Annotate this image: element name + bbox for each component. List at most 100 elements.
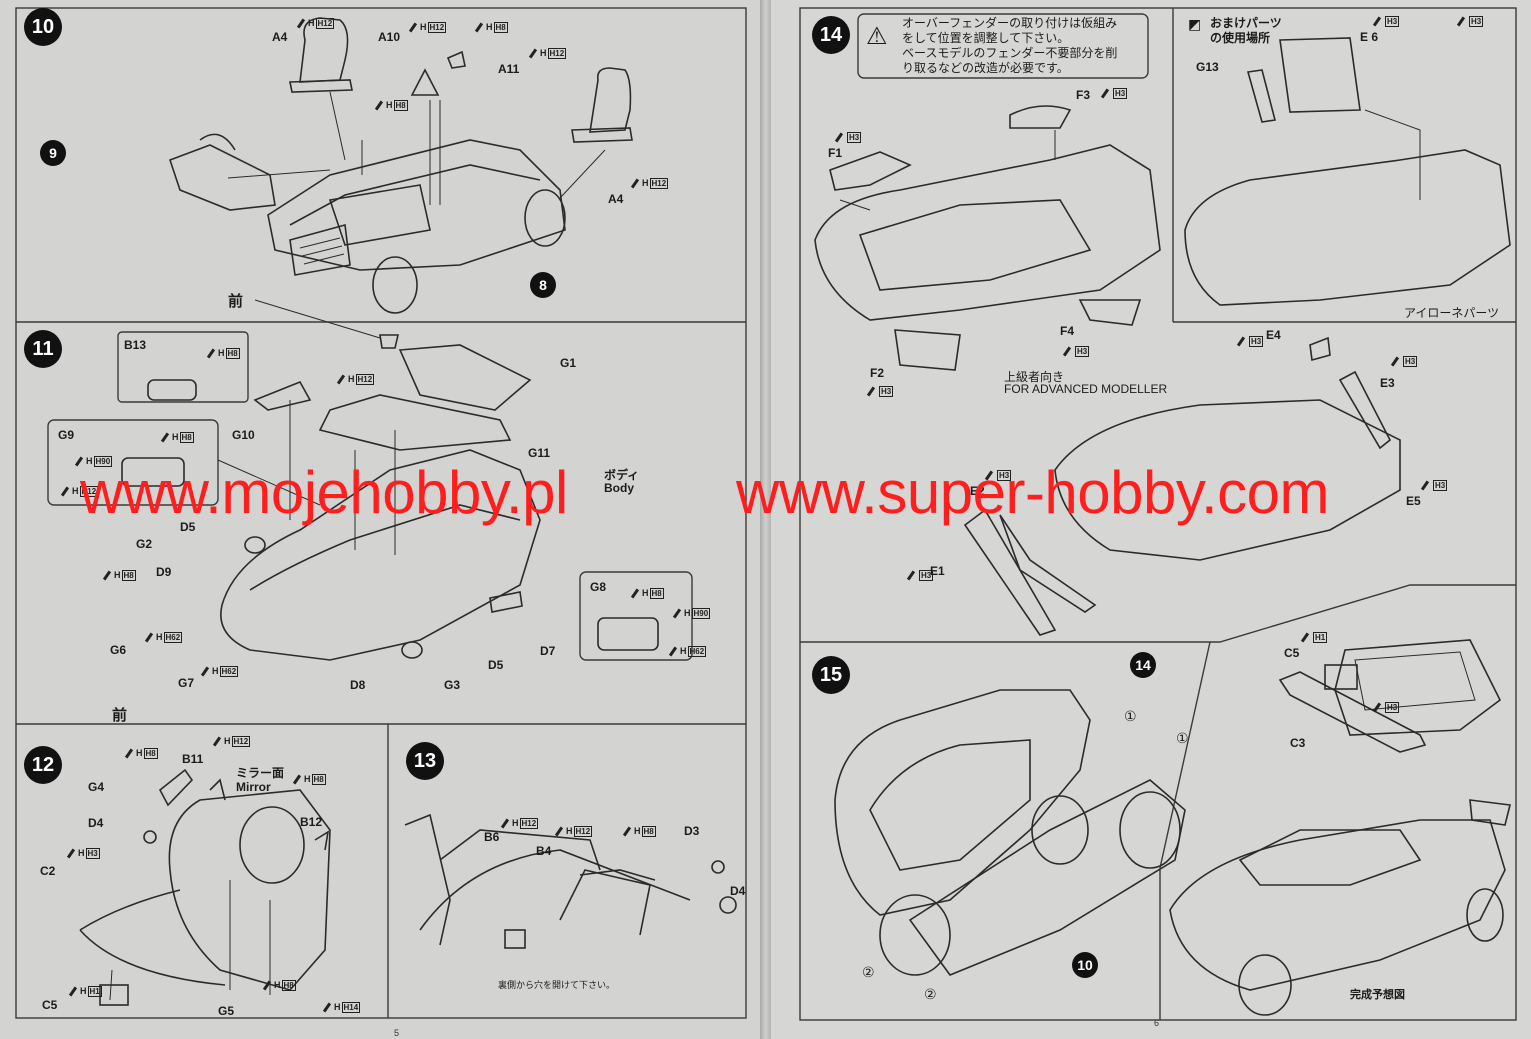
- attach-point-2b: ②: [924, 986, 937, 1002]
- part-e4-label: E4: [1266, 328, 1281, 342]
- part-g2-label: G2: [136, 537, 153, 551]
- part-e1-label: E1: [930, 564, 945, 578]
- advanced-en-label: FOR ADVANCED MODELLER: [1004, 382, 1168, 396]
- part-a4-side-label: A4: [608, 192, 624, 206]
- bonus-parts-icon: ◩: [1188, 16, 1202, 32]
- part-g8-label: G8: [590, 580, 607, 594]
- step-ref-9: 9: [40, 140, 66, 166]
- mirror-en-label: Mirror: [236, 780, 271, 794]
- part-d4-label: D4: [88, 816, 104, 830]
- body-en-label: Body: [604, 481, 634, 495]
- part-e2-label: E2: [970, 484, 985, 498]
- paint-callout: H3: [866, 386, 894, 397]
- part-d7-label: D7: [540, 644, 556, 658]
- part-b6-label: B6: [484, 830, 500, 844]
- paint-callout: H3: [1372, 16, 1400, 27]
- part-c2-label: C2: [40, 864, 56, 878]
- part-g9-label: G9: [58, 428, 75, 442]
- paint-callout: H3: [1456, 16, 1484, 27]
- left-page: [0, 0, 760, 1039]
- part-a4-seat-label: A4: [272, 30, 288, 44]
- body-jp-label: ボディ: [604, 468, 640, 482]
- step10-chassis-drawing: [168, 17, 633, 314]
- part-f1-label: F1: [828, 146, 843, 160]
- part-f4-label: F4: [1060, 324, 1075, 338]
- bonus-parts-note: おまけパーツ の使用場所: [1210, 16, 1282, 45]
- front-direction-label: 前: [112, 707, 128, 724]
- watermark-left: www.mojehobby.pl: [80, 459, 568, 526]
- part-d8-label: D8: [350, 678, 366, 692]
- step-ref-14: 14: [1130, 652, 1156, 678]
- part-g1-label: G1: [560, 356, 577, 370]
- watermark-right: www.super-hobby.com: [736, 459, 1329, 526]
- step-11-badge: 11: [24, 330, 62, 368]
- part-g3-label: G3: [444, 678, 461, 692]
- step-14-badge: 14: [812, 16, 850, 54]
- paint-callout: H3: [1372, 702, 1400, 713]
- paint-callout: H3: [834, 132, 862, 143]
- part-d9-label: D9: [156, 565, 172, 579]
- part-e3-label: E3: [1380, 376, 1395, 390]
- part-d5-bottom-label: D5: [488, 658, 504, 672]
- part-d4-label: D4: [730, 884, 746, 898]
- mirror-jp-label: ミラー面: [236, 766, 285, 780]
- step15-assembly-drawing: [834, 639, 1511, 1016]
- page-gutter: [760, 0, 771, 1039]
- part-a10-label: A10: [378, 30, 401, 44]
- part-g5-label: G5: [218, 1004, 235, 1018]
- part-b13-label: B13: [124, 338, 147, 352]
- paint-callout: H1: [1300, 632, 1328, 643]
- part-f3-label: F3: [1076, 88, 1091, 102]
- part-g4-label: G4: [88, 780, 105, 794]
- part-g6-label: G6: [110, 643, 127, 657]
- part-g11-label: G11: [528, 446, 551, 460]
- completed-view-label: 完成予想図: [1350, 989, 1405, 1001]
- attach-point-1a: ①: [1124, 708, 1137, 724]
- part-f2-label: F2: [870, 366, 885, 380]
- step-10-badge: 10: [24, 8, 62, 46]
- step-13-badge: 13: [406, 742, 444, 780]
- part-e6-label: E 6: [1360, 30, 1379, 44]
- part-d5-top-label: D5: [180, 520, 196, 534]
- paint-callout: H3: [906, 570, 934, 581]
- part-b4-label: B4: [536, 844, 552, 858]
- warning-icon: ⚠: [866, 23, 888, 50]
- paint-callout: H3: [1236, 336, 1264, 347]
- part-c5-label: C5: [42, 998, 58, 1012]
- step12-front-drawing: [79, 768, 331, 1006]
- part-a11-label: A11: [498, 62, 520, 76]
- ailerone-parts-label: アイローネパーツ: [1404, 306, 1500, 320]
- paint-callout: H3: [1062, 346, 1090, 357]
- part-g10-label: G10: [232, 428, 255, 442]
- part-g7-label: G7: [178, 676, 195, 690]
- part-b12-label: B12: [300, 815, 323, 829]
- paint-callout: H3: [1100, 88, 1128, 99]
- drill-hole-note: 裏側から穴を開けて下さい。: [498, 980, 616, 990]
- advanced-jp-label: 上級者向き: [1004, 370, 1065, 384]
- attach-point-2a: ②: [862, 964, 875, 980]
- step11-body-drawing: [121, 299, 659, 661]
